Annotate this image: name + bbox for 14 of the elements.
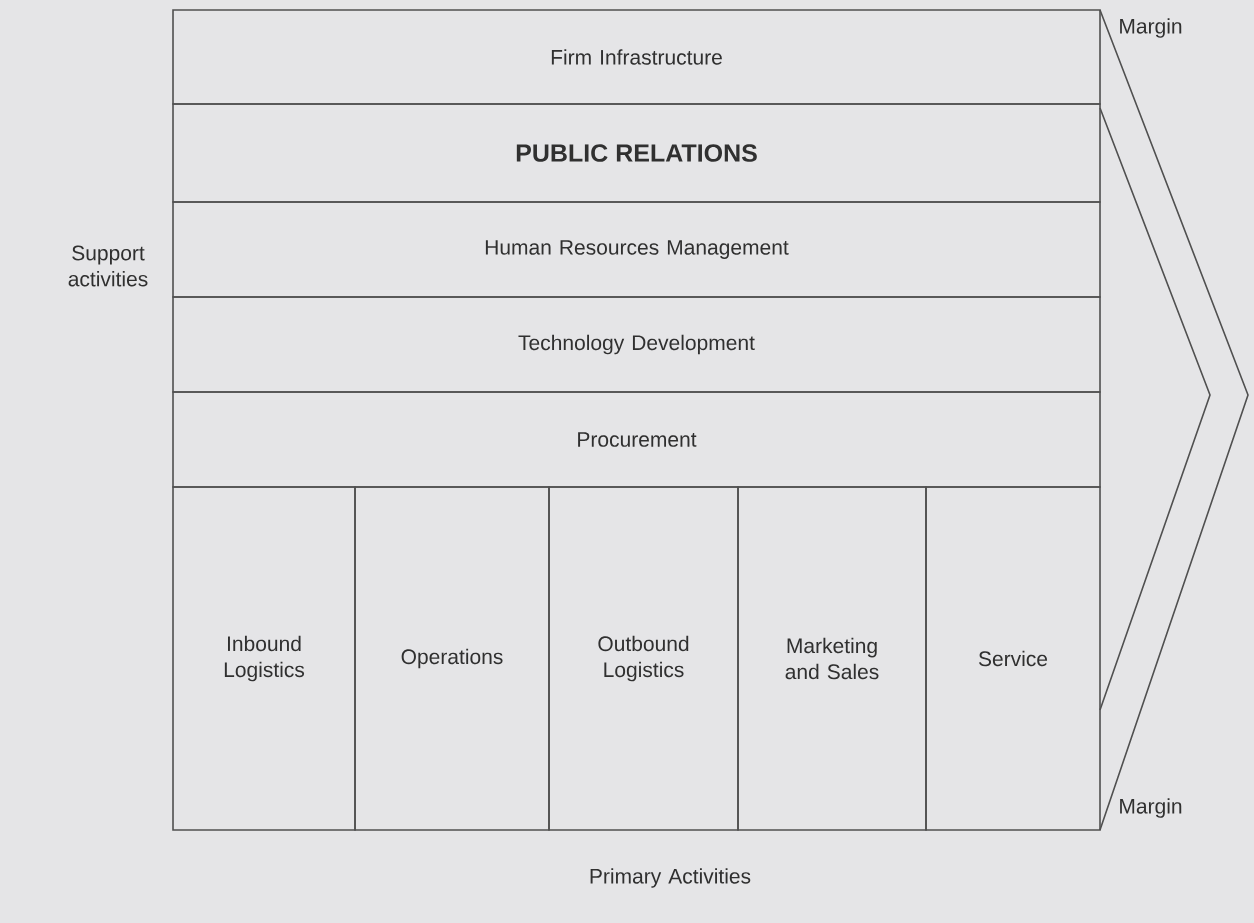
- margin-label: Margin: [1120, 798, 1182, 818]
- activity-column: Inbound Logistics: [172, 486, 356, 831]
- side-label: Support activities: [68, 245, 148, 287]
- activity-column: Operations: [354, 486, 550, 831]
- activity-column: Service: [925, 486, 1101, 831]
- activity-column: Marketing and Sales: [737, 486, 927, 831]
- margin-label: Margin: [1120, 18, 1182, 38]
- activity-row: Procurement: [172, 391, 1101, 488]
- axis-label: Primary Activities: [590, 868, 751, 888]
- activity-row: PUBLIC RELATIONS: [172, 103, 1101, 203]
- activity-column: Outbound Logistics: [548, 486, 739, 831]
- activity-row: Human Resources Management: [172, 201, 1101, 298]
- activity-row: Technology Development: [172, 296, 1101, 393]
- activity-row: Firm Infrastructure: [172, 9, 1101, 105]
